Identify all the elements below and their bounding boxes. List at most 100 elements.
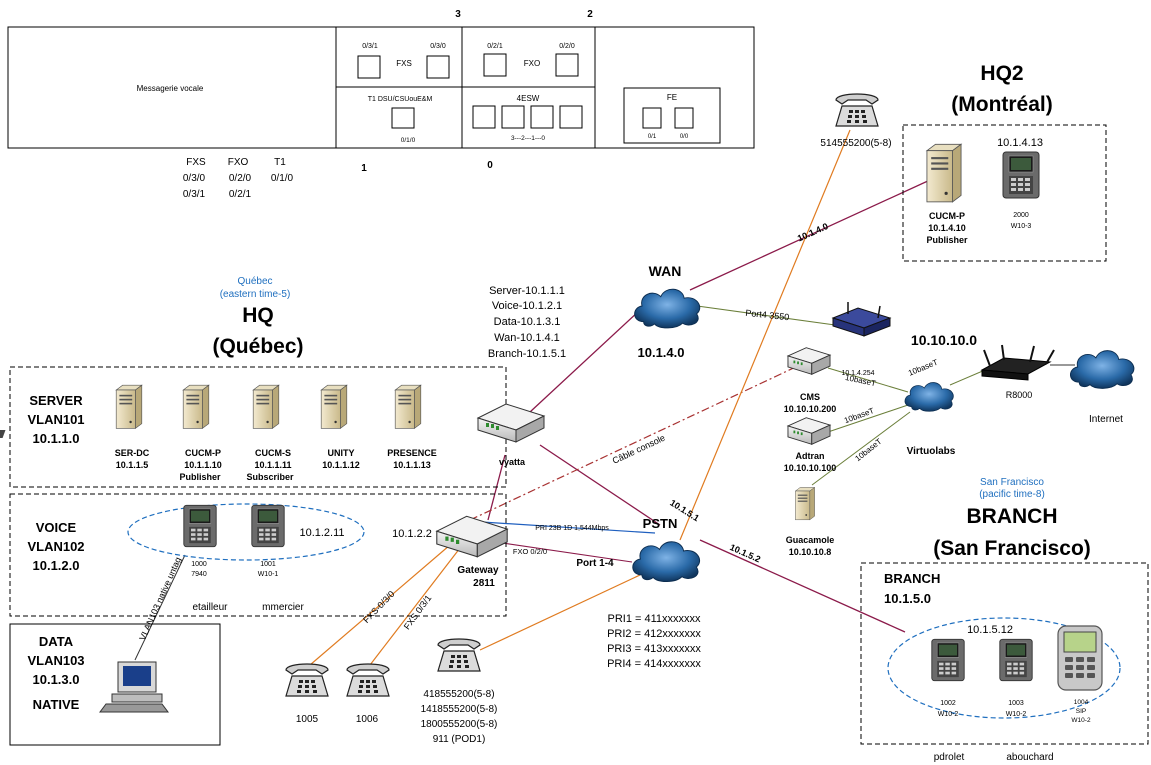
data-vlan-name: DATA xyxy=(39,634,74,649)
vyatta-name: vyatta xyxy=(499,457,526,467)
port-table: FXS FXO T1 0/3/0 0/2/0 0/1/0 0/3/1 0/2/1 xyxy=(183,157,294,200)
link-vyatta-wan xyxy=(529,309,641,413)
port-table-header-fxs: FXS xyxy=(186,157,206,168)
hq2-server-role: Publisher xyxy=(926,235,968,245)
link-console xyxy=(469,364,801,521)
link-fxo xyxy=(481,539,633,563)
esw-port-box-0 xyxy=(559,105,583,129)
pstn-phone-number: 1800555200(5-8) xyxy=(421,719,498,730)
link-guac xyxy=(811,411,911,486)
link-speed-label: 10baseT xyxy=(843,406,875,425)
server-role: Subscriber xyxy=(246,472,294,482)
server-icon xyxy=(926,143,962,203)
branch-phone-model: W10-2 xyxy=(1071,717,1091,724)
port-table-cell: 0/3/0 xyxy=(183,173,206,184)
link-cms xyxy=(827,367,909,393)
fe-port-box-b xyxy=(674,107,694,129)
server-ip: 10.1.1.5 xyxy=(116,460,149,470)
data-vlan-zone: DATA VLAN103 10.1.3.0 NATIVE VLAN103 nat… xyxy=(9,556,221,746)
vyatta-interface: Data-10.1.3.1 xyxy=(494,316,561,328)
pri-number: PRI2 = 412xxxxxxx xyxy=(607,628,701,640)
pri-number: PRI4 = 414xxxxxxx xyxy=(607,658,701,670)
port-table-cell: 0/3/1 xyxy=(183,189,206,200)
fxo-port-box-a xyxy=(483,53,507,77)
link-pri xyxy=(481,521,656,534)
fxo-port-a: 0/2/1 xyxy=(487,43,503,50)
branch-box-title: BRANCH xyxy=(884,571,940,586)
pri-number: PRI3 = 413xxxxxxx xyxy=(607,643,701,655)
gateway-name: Gateway xyxy=(457,565,499,576)
branch-phone-proto: SIP xyxy=(1076,708,1086,715)
wan-name: WAN xyxy=(649,263,682,279)
voice-vlan-subnet: 10.1.2.0 xyxy=(33,558,80,573)
server-name: UNITY xyxy=(328,448,355,458)
hq2-title-line1: HQ2 xyxy=(980,62,1023,85)
gateway-model: 2811 xyxy=(473,578,495,589)
server-presence: PRESENCE 10.1.1.13 xyxy=(387,384,437,470)
hq2-phone-model: W10-3 xyxy=(1011,223,1032,230)
link-adtran xyxy=(827,404,909,433)
voice-vlan-zone: VOICE VLAN102 10.1.2.0 1000 7940 1001 W1… xyxy=(9,493,507,617)
fxs-port-a: 0/3/1 xyxy=(362,43,378,50)
virtuolabs-label: Virtuolabs xyxy=(907,446,956,457)
analog-phone-icon xyxy=(437,638,481,672)
wan-cloud: WAN 10.1.4.0 10.1.4.0 xyxy=(634,221,830,360)
port-range-label: Port 1-4 xyxy=(576,558,614,569)
esw-port-box-2 xyxy=(501,105,525,129)
voice-user-1: etailleur xyxy=(192,602,228,613)
ip-phone-icon xyxy=(251,504,285,548)
fxo-link-label: FXO 0/2/0 xyxy=(513,547,547,556)
slot-3: 3 xyxy=(455,9,461,20)
branch-city: San Francisco xyxy=(980,477,1044,488)
branch-user-1: pdrolet xyxy=(934,752,965,763)
router-module-panel: Messagerie vocale 3 2 1 0 0/3/1 0/3/0 FX… xyxy=(7,9,755,174)
link-wan-switch xyxy=(689,304,836,326)
server-icon xyxy=(394,384,422,429)
hq2-site: HQ2 (Montréal) CUCM-P 10.1.4.10 Publishe… xyxy=(902,62,1107,262)
fe-port-b: 0/0 xyxy=(680,134,689,140)
hq2-phone-ip: 10.1.4.13 xyxy=(997,137,1043,149)
branch-subnet: 10.1.5.0 xyxy=(884,591,931,606)
virtuolabs-zone: Port4 3550 10.10.10.0 10.1.4.254 CMS 10.… xyxy=(745,302,1135,557)
port-table-header-fxo: FXO xyxy=(228,157,249,168)
server-icon xyxy=(320,384,348,429)
fe-port-a: 0/1 xyxy=(648,134,657,140)
hq2-title-line2: (Montréal) xyxy=(951,93,1053,116)
vyatta-interface: Server-10.1.1.1 xyxy=(489,285,565,297)
vyatta-interface: Wan-10.1.4.1 xyxy=(494,332,560,344)
switch-port-label: Port4 3550 xyxy=(745,308,790,323)
server-icon xyxy=(182,384,210,429)
server-vlan-name: SERVER xyxy=(29,393,83,408)
pstn-phone-number: 1418555200(5-8) xyxy=(421,704,498,715)
server-ip: 10.1.1.10 xyxy=(184,460,222,470)
pstn-phone-number: 911 (POD1) xyxy=(433,734,486,745)
links xyxy=(134,129,1075,666)
computer-icon xyxy=(99,661,169,713)
link-fxs1 xyxy=(309,544,451,666)
server-icon xyxy=(115,384,143,429)
hq2-server-name: CUCM-P xyxy=(929,211,965,221)
vyatta-router: Server-10.1.1.1 Voice-10.1.2.1 Data-10.1… xyxy=(477,285,566,467)
r8000-label: R8000 xyxy=(1006,390,1033,400)
branch-phone-group xyxy=(887,617,1121,719)
server-ip: 10.1.1.11 xyxy=(254,460,291,470)
branch-timezone: (pacific time-8) xyxy=(979,489,1045,500)
server-ip: 10.1.1.13 xyxy=(393,460,431,470)
fxs-module-label: FXS xyxy=(396,59,412,68)
ip-phone-icon xyxy=(999,638,1033,682)
server-cucm-s: CUCM-S 10.1.1.11 Subscriber xyxy=(246,384,294,482)
guacamole-ip: 10.10.10.8 xyxy=(789,547,832,557)
data-vlan-id: VLAN103 xyxy=(27,653,84,668)
server-vlan-subnet: 10.1.1.0 xyxy=(33,431,80,446)
server-vlan-zone: SERVER VLAN101 10.1.1.0 SER-DC 10.1.1.5 … xyxy=(0,366,507,488)
fe-module-label: FE xyxy=(667,93,677,102)
fxs-port-box-b xyxy=(426,55,450,79)
voice-user-2: mmercier xyxy=(262,602,304,613)
hq2-server-ip: 10.1.4.10 xyxy=(928,223,966,233)
keyboard-icon xyxy=(0,430,6,438)
analog-phone-ext: 1006 xyxy=(356,714,379,725)
ip-phone-icon xyxy=(1002,151,1040,199)
cms-name: CMS xyxy=(800,392,820,402)
t1-port-box xyxy=(391,107,415,129)
server-name: SER-DC xyxy=(115,448,150,458)
